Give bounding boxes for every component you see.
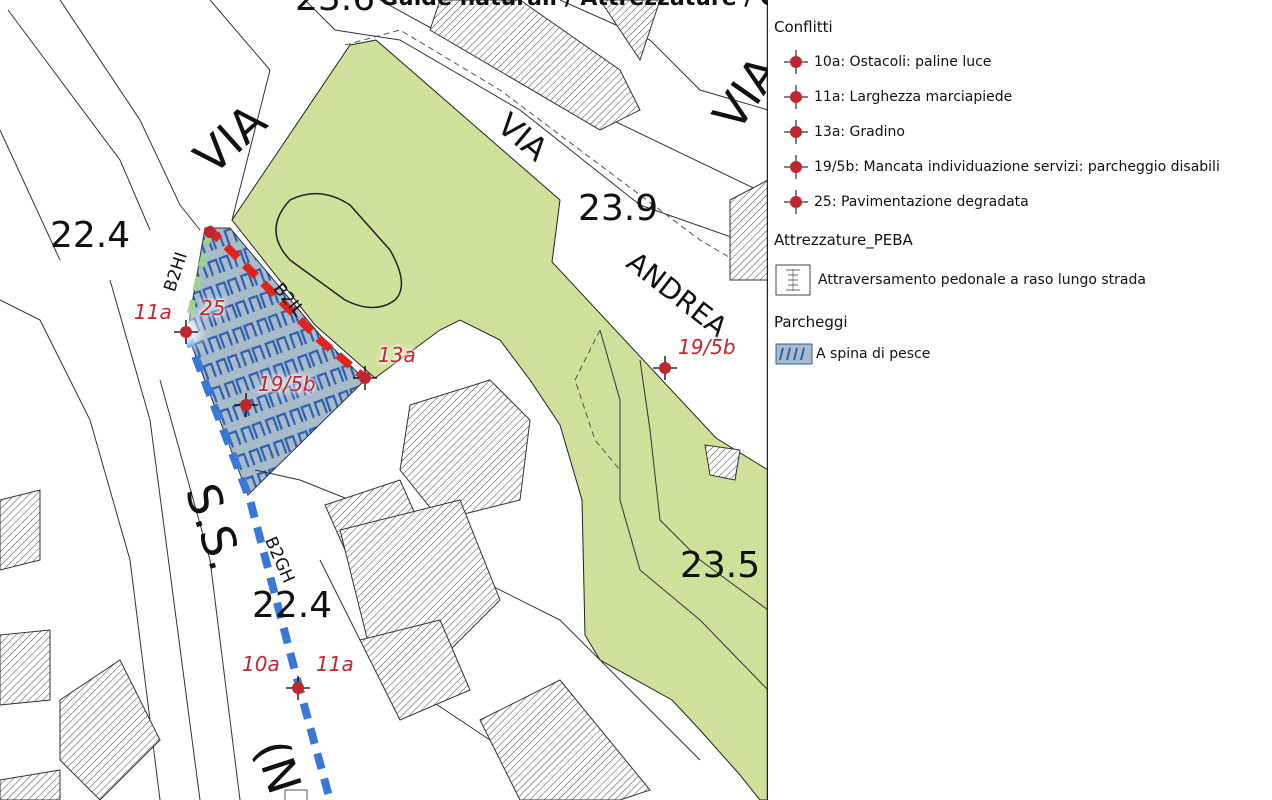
conflict-marker-icon	[784, 85, 808, 109]
conflict-label: 10a	[242, 652, 280, 676]
conflict-marker-19-5b-b	[653, 356, 677, 380]
legend-item: 10a: Ostacoli: paline luce	[774, 50, 991, 74]
conflict-label: 25	[200, 296, 226, 320]
route-b2il	[205, 225, 368, 382]
conflict-marker-19-5b-a	[234, 393, 258, 417]
legend-item: 11a: Larghezza marciapiede	[774, 85, 1012, 109]
route-b2gh	[182, 330, 334, 800]
legend-item: Attraversamento pedonale a raso lungo st…	[774, 263, 1146, 297]
elevation-label: 22.4	[50, 215, 131, 256]
conflict-label: 11a	[134, 300, 172, 324]
legend-parking-title: Parcheggi	[774, 313, 848, 331]
buildings	[0, 0, 768, 800]
conflict-marker-icon	[784, 50, 808, 74]
herringbone-parking-icon	[775, 343, 813, 365]
conflict-label: 11a	[316, 652, 354, 676]
legend-panel: Conflitti 10a: Ostacoli: paline luce 11a…	[768, 0, 1272, 800]
legend-equipment-title: Attrezzature_PEBA	[774, 231, 913, 249]
legend-item-label: Attraversamento pedonale a raso lungo st…	[818, 272, 1146, 288]
map-canvas[interactable]: Guide naturali / Attrezzature / Confini …	[0, 0, 768, 800]
legend-conflicts-title: Conflitti	[774, 18, 833, 36]
conflict-marker-icon	[784, 120, 808, 144]
conflict-label: 19/5b	[678, 335, 736, 359]
conflict-marker-11a	[172, 318, 200, 346]
elevation-label: 23.6	[295, 0, 375, 19]
legend-item: 19/5b: Mancata individuazione servizi: p…	[774, 155, 1220, 179]
conflict-marker-icon	[784, 190, 808, 214]
green-area	[231, 39, 768, 800]
legend-item: 25: Pavimentazione degradata	[774, 190, 1029, 214]
conflict-label: 13a	[378, 343, 416, 367]
legend-item: A spina di pesce	[774, 342, 930, 366]
legend-item-label: 13a: Gradino	[814, 124, 905, 140]
legend-item-label: 19/5b: Mancata individuazione servizi: p…	[814, 159, 1220, 175]
route-b2hi	[183, 229, 213, 331]
conflict-label: 19/5b	[258, 372, 316, 396]
legend-item-label: 10a: Ostacoli: paline luce	[814, 54, 992, 70]
pedestrian-crossing-icon	[775, 264, 811, 296]
crossing-icon	[284, 789, 308, 800]
legend-item-label: 25: Pavimentazione degradata	[814, 194, 1029, 210]
legend-item: 13a: Gradino	[774, 120, 905, 144]
elevation-label: 22.4	[252, 585, 333, 626]
conflict-markers	[172, 226, 677, 700]
conflict-marker-icon	[784, 155, 808, 179]
elevation-label: 23.9	[578, 188, 659, 229]
map-title: Guide naturali / Attrezzature / Confini	[380, 0, 768, 11]
legend-item-label: A spina di pesce	[816, 346, 931, 362]
conflict-marker-25	[204, 226, 216, 238]
conflict-marker-10a-11a	[286, 676, 310, 700]
conflict-marker-13a	[353, 366, 377, 390]
legend-item-label: 11a: Larghezza marciapiede	[814, 89, 1013, 105]
elevation-label: 23.5	[680, 545, 761, 586]
map-svg	[0, 0, 768, 800]
